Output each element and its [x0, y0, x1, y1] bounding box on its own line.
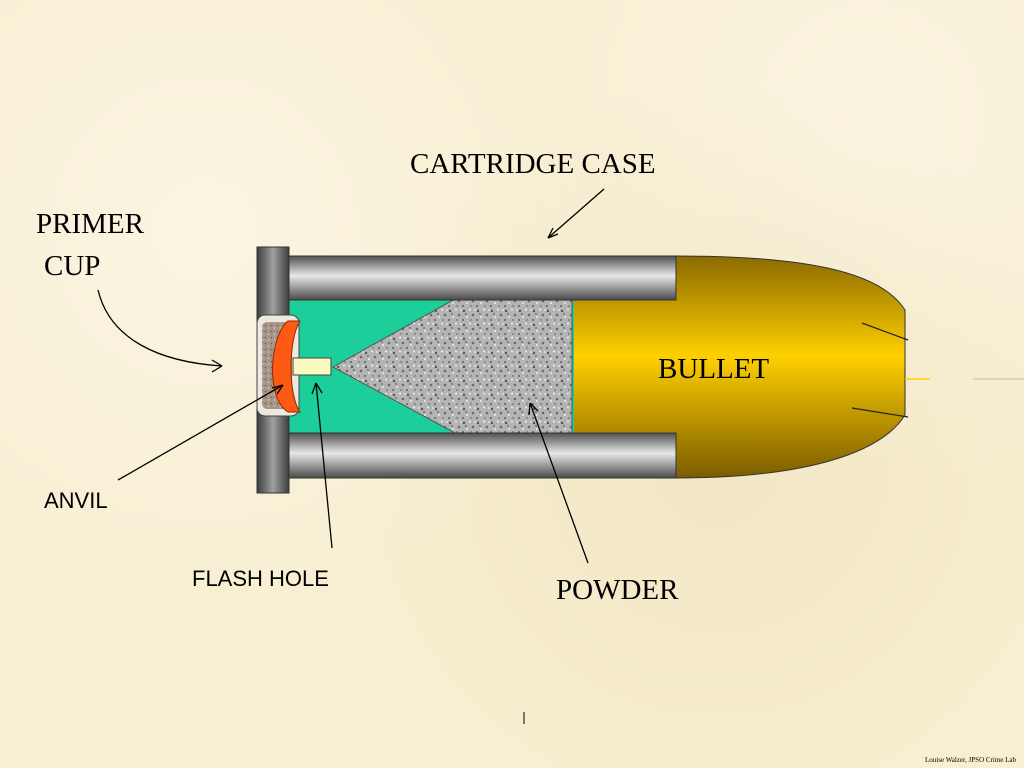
primer-cup-arrow	[97, 289, 223, 367]
flash-hole-arrow	[315, 382, 333, 549]
cartridge-case-arrow	[547, 188, 605, 239]
primer-cup-label-line2: CUP	[44, 250, 101, 282]
bullet-label: BULLET	[658, 353, 770, 385]
primer-cup-label-line1: PRIMER	[36, 208, 144, 240]
credit-text: Louise Walzer, JPSO Crime Lab	[925, 756, 1016, 764]
leader-arrows	[97, 188, 605, 564]
flash-hole-label: FLASH HOLE	[192, 566, 329, 591]
flash-hole	[292, 357, 332, 376]
bullet-tip-line-lower	[851, 407, 909, 418]
cartridge-case-label: CARTRIDGE CASE	[410, 148, 656, 180]
bullet	[571, 255, 906, 479]
powder-arrow	[529, 402, 589, 564]
powder-label: POWDER	[556, 574, 679, 606]
anvil-label: ANVIL	[44, 488, 108, 513]
cartridge-case-lower-wall	[288, 432, 677, 479]
bullet-tip-line-upper	[861, 322, 909, 341]
cartridge-case-upper-wall	[288, 255, 677, 301]
anvil-arrow	[117, 384, 284, 481]
